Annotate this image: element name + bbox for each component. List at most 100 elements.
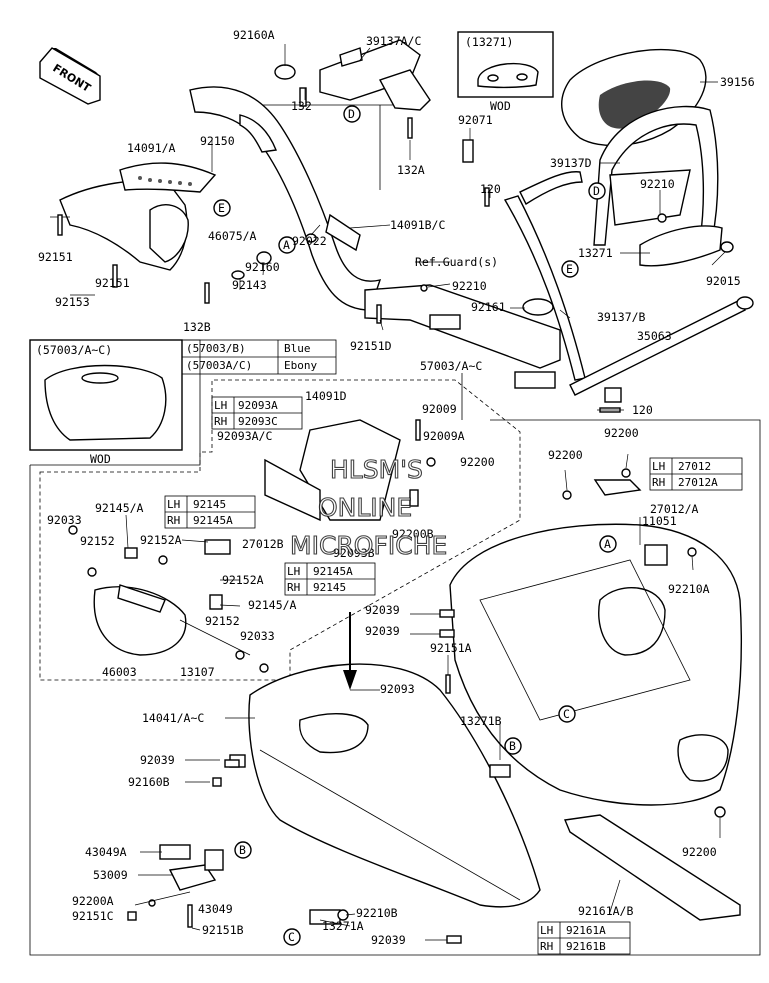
- svg-text:LH: LH: [287, 565, 300, 578]
- bag-variant-note: WOD: [90, 452, 111, 466]
- callout-label: 92039: [365, 603, 400, 617]
- leader-lines: [125, 44, 726, 941]
- callout-label: 13107: [180, 665, 215, 679]
- callout-label: 92015: [706, 274, 741, 288]
- ref-marker-a-left: A: [278, 236, 296, 254]
- callout-label: 92200: [682, 845, 717, 859]
- watermark-line-2: ONLINE: [318, 493, 412, 522]
- callout-label: 92161: [471, 300, 506, 314]
- ref-marker-d-top: D: [343, 105, 361, 123]
- callout-label: 92151C: [72, 909, 114, 923]
- callout-label: 53009: [93, 868, 128, 882]
- table-92161: LH 92161A RH 92161B: [537, 921, 631, 955]
- callout-label: 14091D: [305, 389, 347, 403]
- callout-label: 46075/A: [208, 229, 257, 243]
- callout-label: 92022: [292, 234, 327, 248]
- callout-label: 92009: [422, 402, 457, 416]
- svg-text:27012: 27012: [678, 460, 711, 473]
- callout-label: 39137D: [550, 156, 592, 170]
- callout-label: 92093: [380, 682, 415, 696]
- callout-label: 92039: [371, 933, 406, 947]
- callout-label: 35063: [637, 329, 672, 343]
- callout-label: 92145/A: [95, 501, 144, 515]
- callout-label: 92151A: [430, 641, 472, 655]
- callout-label: 13271B: [460, 714, 502, 728]
- callout-label: 92153: [55, 295, 90, 309]
- svg-text:92161B: 92161B: [566, 940, 606, 953]
- table-92093: LH 92093A RH 92093C: [211, 396, 303, 430]
- callout-label: 92143: [232, 278, 267, 292]
- guard-crossbar-assembly: [364, 171, 754, 403]
- callout-label: 92152: [205, 614, 240, 628]
- callout-label: 14091B/C: [390, 218, 445, 232]
- svg-text:LH: LH: [540, 924, 553, 937]
- seat-variant-inset: (13271) WOD: [457, 31, 554, 113]
- callout-label: 92150: [200, 134, 235, 148]
- callout-label: 92152: [80, 534, 115, 548]
- seat-variant-note: WOD: [490, 99, 511, 113]
- ref-marker-a-right: A: [599, 535, 617, 553]
- callout-label: 120: [632, 403, 653, 417]
- callout-label: 92151: [95, 276, 130, 290]
- svg-text:92161A: 92161A: [566, 924, 606, 937]
- watermark-line-1: HLSM'S: [330, 455, 423, 484]
- color-row-2-part: (57003A/C): [186, 359, 252, 372]
- callout-label: 92200B: [392, 527, 434, 541]
- seat-side-cover-assembly: [50, 162, 217, 296]
- color-row-1-value: Blue: [284, 342, 311, 355]
- callout-label: 43049A: [85, 845, 127, 859]
- callout-label: 43049: [198, 902, 233, 916]
- section-outlines: [29, 104, 761, 956]
- callout-label: 92151D: [350, 339, 392, 353]
- upper-mount-bracket: [274, 39, 431, 111]
- svg-text:92093C: 92093C: [238, 415, 278, 428]
- callout-label: 57003/A~C: [420, 359, 482, 373]
- svg-text:RH: RH: [287, 581, 300, 594]
- callout-label: 92093A/C: [217, 429, 272, 443]
- table-27012: LH 27012 RH 27012A: [649, 457, 743, 491]
- callout-label: 14041/A~C: [142, 711, 204, 725]
- callout-label: 92200: [548, 448, 583, 462]
- svg-text:C: C: [563, 707, 570, 721]
- callout-label: 92200: [604, 426, 639, 440]
- callout-label: 46003: [102, 665, 137, 679]
- color-variant-table: (57003/B) Blue (57003A/C) Ebony: [181, 339, 337, 375]
- callout-label: 92152A: [140, 533, 182, 547]
- callout-label: 92033: [240, 629, 275, 643]
- svg-text:D: D: [593, 184, 600, 198]
- watermark-line-3: MICROFICHE: [290, 531, 447, 560]
- svg-text:A: A: [283, 238, 290, 252]
- callout-label: 92160B: [128, 775, 170, 789]
- svg-text:D: D: [348, 107, 355, 121]
- callout-label: 92071: [458, 113, 493, 127]
- backrest-assembly: [561, 48, 734, 267]
- svg-text:B: B: [509, 739, 516, 753]
- callout-label: 27012B: [242, 537, 284, 551]
- callout-label: 132B: [183, 320, 211, 334]
- svg-text:RH: RH: [167, 514, 180, 527]
- callout-label: 92145/A: [248, 598, 297, 612]
- callout-label: 92009A: [423, 429, 465, 443]
- callout-label: 92093B: [333, 546, 375, 560]
- callout-label: 39137/B: [597, 310, 646, 324]
- ref-markers: D D E E A A B B C C: [213, 105, 617, 946]
- svg-text:E: E: [566, 262, 573, 276]
- color-row-2-value: Ebony: [284, 359, 317, 372]
- callout-label: 14091/A: [127, 141, 176, 155]
- callout-label: 92152A: [222, 573, 264, 587]
- callout-label: 120: [480, 182, 501, 196]
- callout-label: 92039: [140, 753, 175, 767]
- svg-text:92145A: 92145A: [313, 565, 353, 578]
- color-row-1-part: (57003/B): [186, 342, 246, 355]
- saddlebag-lid: [159, 663, 541, 925]
- callout-label: 92160A: [233, 28, 275, 42]
- seat-variant-label: (13271): [465, 35, 513, 49]
- bag-variant-label: (57003/A~C): [36, 343, 112, 357]
- callout-label: 13271: [578, 246, 613, 260]
- saddlebag-body: [449, 479, 742, 921]
- front-direction-tag: FRONT: [39, 47, 101, 105]
- svg-text:C: C: [288, 930, 295, 944]
- ref-marker-e-left: E: [213, 199, 231, 217]
- callout-label: 13271A: [322, 919, 364, 933]
